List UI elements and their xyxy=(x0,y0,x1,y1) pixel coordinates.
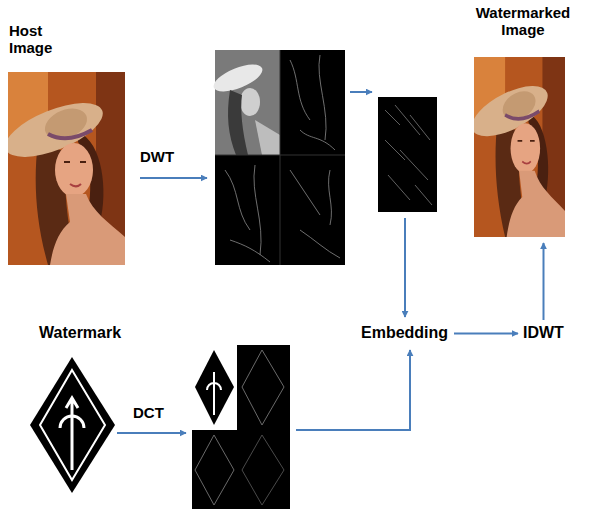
dct-low-band xyxy=(192,345,237,430)
dct-logo-mark xyxy=(207,372,221,415)
process-step: IDWT xyxy=(520,322,567,345)
detail-lines xyxy=(225,165,270,262)
dct-detail xyxy=(242,350,284,425)
dwt-texture xyxy=(225,55,340,262)
detail-lines xyxy=(290,55,335,150)
watermarked-image xyxy=(466,57,565,237)
dct-image xyxy=(192,345,290,509)
band-divider xyxy=(215,50,345,265)
image-title: Watermark xyxy=(39,324,122,342)
flow-arrow xyxy=(296,350,410,430)
detail-lines xyxy=(385,105,432,205)
step-label: IDWT xyxy=(523,324,564,342)
ll-face xyxy=(240,88,260,116)
ll-hat xyxy=(210,59,266,97)
flow-arrows xyxy=(117,92,410,433)
image-panel: Watermark xyxy=(36,322,125,345)
dct-detail xyxy=(195,435,234,505)
flow-arrow xyxy=(543,243,545,320)
image-panel: Watermarked Image xyxy=(470,2,576,240)
ll-shoulder xyxy=(255,120,280,155)
flow-arrow xyxy=(454,333,518,335)
dct-detail xyxy=(242,435,284,505)
image-panel: Host Image xyxy=(6,20,128,268)
subband-texture xyxy=(385,105,432,205)
step-label: Embedding xyxy=(361,324,449,342)
image-title: Watermarked Image xyxy=(473,4,573,39)
logo-outline xyxy=(40,370,105,480)
flow-arrow xyxy=(140,177,207,179)
detail-lines xyxy=(290,170,340,258)
dct-logo xyxy=(195,350,234,425)
ll-hair xyxy=(228,90,248,155)
subband-image xyxy=(378,97,437,212)
logo-arrow xyxy=(66,398,78,470)
transform-label: DWT xyxy=(140,148,174,165)
process-step: Embedding xyxy=(358,322,452,345)
flow-arrow xyxy=(404,218,406,317)
transform-label: DCT xyxy=(133,404,164,421)
watermark-logo xyxy=(30,357,115,493)
image-title: Host Image xyxy=(9,22,71,57)
flow-arrow xyxy=(350,91,372,93)
flow-arrow xyxy=(117,432,186,434)
host-image xyxy=(0,72,125,265)
